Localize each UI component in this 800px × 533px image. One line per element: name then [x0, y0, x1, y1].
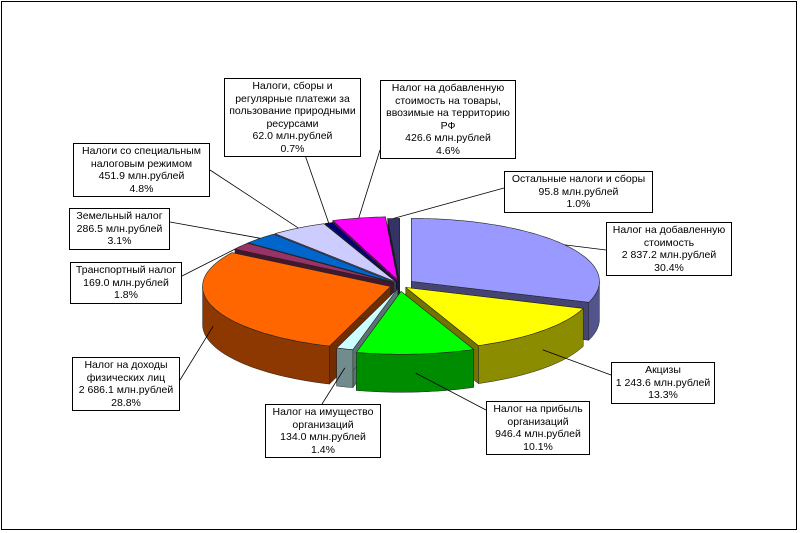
label-income-tax-name: Налог на доходы физических лиц: [84, 359, 168, 384]
leader-line-9: [304, 154, 330, 224]
slice-top-4: [336, 288, 398, 350]
leader-line-8: [209, 169, 299, 229]
label-vat-value: 2 837.2 млн.рублей: [621, 249, 717, 261]
slice-top-11: [387, 218, 400, 282]
label-profit-tax-name: Налог на прибыль организаций: [493, 403, 583, 428]
slice-outer-wall: [356, 349, 474, 393]
leader-line-3: [415, 372, 487, 411]
label-special-regime: Налоги со специальным налоговым режимом …: [73, 143, 210, 197]
label-income-tax-percent: 28.8%: [111, 396, 141, 409]
leader-line-7: [169, 221, 261, 239]
label-property-tax-percent: 1.4%: [311, 443, 335, 456]
label-profit-tax: Налог на прибыль организаций 946.4 млн.р…: [486, 401, 590, 455]
label-transport-tax-name: Транспортный налог: [75, 264, 177, 276]
label-excise-value: 1 243.6 млн.рублей: [615, 376, 711, 389]
label-import-vat: Налог на добавленную стоимость на товары…: [380, 80, 516, 159]
label-land-tax-percent: 3.1%: [107, 235, 132, 247]
label-property-tax-value: 134.0 млн.рублей: [280, 431, 366, 443]
label-other-taxes-name: Остальные налоги и сборы: [511, 173, 646, 185]
label-excise: Акцизы 1 243.6 млн.рублей 13.3%: [611, 362, 715, 404]
label-natural-resources: Налоги, сборы и регулярные платежи за по…: [224, 78, 361, 157]
label-excise-percent: 13.3%: [648, 389, 678, 401]
label-other-taxes: Остальные налоги и сборы 95.8 млн.рублей…: [504, 171, 653, 213]
label-transport-tax-percent: 1.8%: [114, 289, 138, 301]
label-property-tax-name: Налог на имущество организаций: [272, 406, 374, 431]
slice-top-2: [404, 287, 584, 346]
leader-line-2: [542, 349, 612, 376]
label-natural-resources-name: Налоги, сборы и регулярные платежи за по…: [229, 80, 356, 130]
label-income-tax-value: 2 686.1 млн.рублей: [78, 384, 174, 396]
leader-line-5: [179, 326, 214, 381]
label-profit-tax-value: 946.4 млн.рублей: [495, 428, 581, 440]
label-other-taxes-value: 95.8 млн.рублей: [538, 185, 619, 198]
label-other-taxes-percent: 1.0%: [566, 198, 591, 210]
slice-top-10: [332, 216, 398, 281]
leader-lines: [169, 149, 612, 411]
label-income-tax: Налог на доходы физических лиц 2 686.1 м…: [72, 357, 180, 411]
label-special-regime-name: Налоги со специальным налоговым режимом: [82, 145, 201, 170]
label-land-tax-name: Земельный налог: [76, 210, 163, 222]
leader-line-1: [564, 244, 607, 251]
label-import-vat-percent: 4.6%: [436, 144, 460, 157]
leader-line-10: [358, 149, 381, 219]
leader-line-4: [321, 367, 346, 405]
slice-top-7: [247, 233, 395, 283]
label-profit-tax-percent: 10.1%: [523, 440, 553, 453]
pie-tops: [202, 216, 600, 355]
label-vat: Налог на добавленную стоимость 2 837.2 м…: [606, 222, 732, 276]
label-excise-name: Акцизы: [645, 364, 681, 376]
label-import-vat-name: Налог на добавленную стоимость на товары…: [386, 82, 510, 132]
label-special-regime-percent: 4.8%: [129, 182, 154, 195]
slice-top-1: [411, 218, 600, 303]
label-land-tax-value: 286.5 млн.рублей: [76, 222, 163, 235]
slice-top-8: [274, 223, 397, 283]
slice-outer-wall: [336, 347, 354, 388]
slice-top-9: [324, 222, 398, 282]
label-vat-percent: 30.4%: [654, 261, 684, 274]
label-special-regime-value: 451.9 млн.рублей: [98, 170, 185, 182]
slice-top-5: [202, 252, 392, 347]
label-import-vat-value: 426.6 млн.рублей: [405, 132, 491, 144]
label-natural-resources-value: 62.0 млн.рублей: [252, 130, 333, 142]
leader-line-11: [393, 187, 505, 219]
label-property-tax: Налог на имущество организаций 134.0 млн…: [265, 404, 381, 458]
slice-top-3: [355, 290, 475, 355]
slice-top-6: [233, 242, 394, 284]
leader-line-6: [181, 245, 242, 277]
label-natural-resources-percent: 0.7%: [280, 142, 305, 155]
label-land-tax: Земельный налог 286.5 млн.рублей 3.1%: [69, 208, 170, 250]
label-vat-name: Налог на добавленную стоимость: [612, 224, 726, 249]
label-transport-tax-value: 169.0 млн.рублей: [83, 276, 169, 289]
label-transport-tax: Транспортный налог 169.0 млн.рублей 1.8%: [70, 262, 182, 304]
